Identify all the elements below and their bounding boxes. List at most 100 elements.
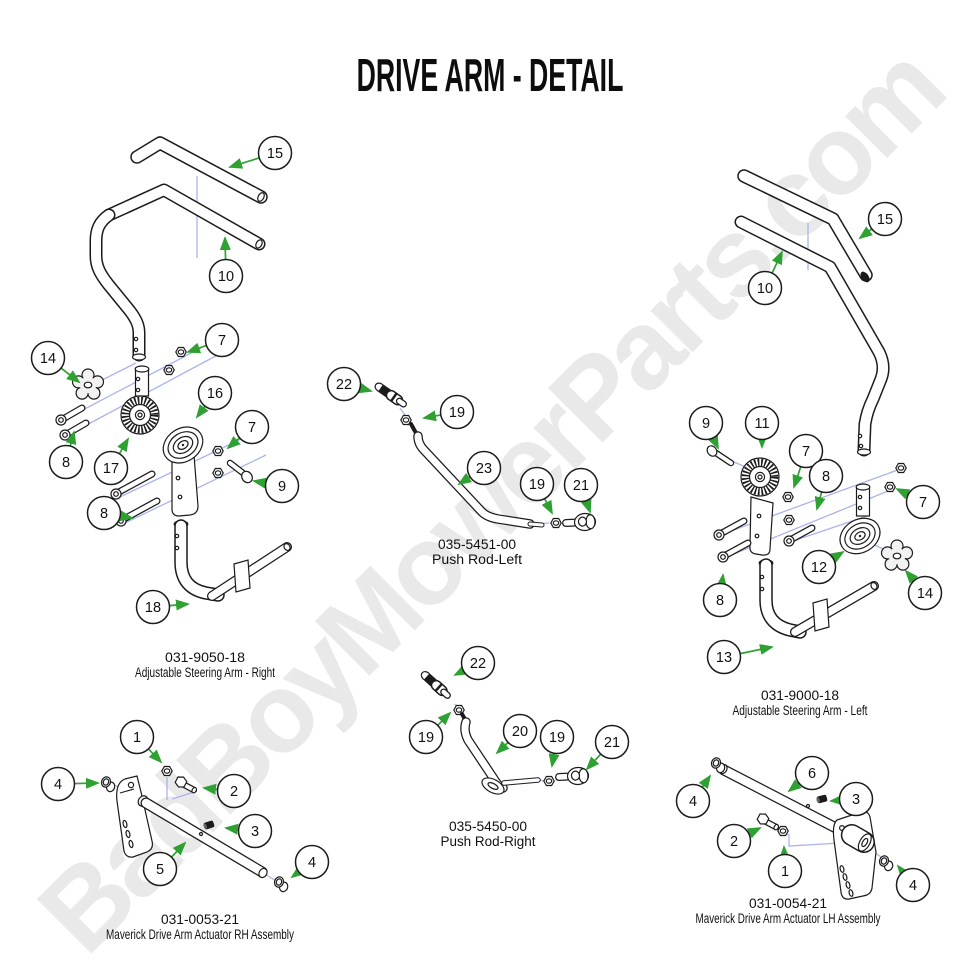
jam-nut [543, 775, 555, 787]
callout-number: 10 [218, 269, 234, 285]
callout-7-steering-arm-right: 7 [186, 322, 240, 358]
leader-arrow [580, 498, 592, 514]
callout-8-steering-arm-left: 8 [702, 573, 738, 618]
callout-22-push-rod-right: 22 [453, 645, 496, 681]
handle-tube-lower-arm [734, 215, 890, 457]
leader-arrow [147, 748, 163, 764]
push-rod-bent [409, 422, 545, 529]
callout-balloon [744, 405, 780, 441]
callout-22-push-rod-left: 22 [326, 366, 373, 402]
callout-balloon [907, 575, 943, 611]
callout-balloon [788, 433, 824, 469]
star-knob [71, 368, 105, 400]
callout-number: 4 [909, 878, 917, 894]
socket-bolts-upper [55, 404, 90, 441]
callout-balloon [135, 589, 171, 625]
callout-14-steering-arm-left: 14 [904, 569, 943, 611]
leader-arrow [548, 753, 560, 768]
actuator-bracket [832, 810, 877, 900]
callout-number: 23 [476, 461, 492, 477]
callout-17-steering-arm-right: 17 [93, 437, 130, 486]
callout-balloon [466, 450, 502, 486]
page-title: DRIVE ARM - DETAIL [356, 49, 624, 101]
leader-arrow [771, 250, 783, 274]
callout-number: 12 [811, 560, 827, 576]
callout-1-drive-arm-actuator-rh: 1 [119, 719, 163, 764]
hex-nut [161, 765, 173, 777]
callout-number: 7 [248, 420, 256, 436]
callout-2-drive-arm-actuator-rh: 2 [202, 773, 252, 809]
callout-19-push-rod-left: 19 [519, 466, 555, 515]
callout-balloon [519, 466, 555, 502]
serrated-friction-disc [741, 458, 779, 496]
set-screw [202, 820, 215, 831]
leader-arrow [792, 466, 804, 489]
push-rod-right-part-number: 035-5450-00 [449, 819, 527, 834]
callout-19-push-rod-right: 19 [539, 719, 575, 768]
callout-balloon [237, 813, 273, 849]
callout-number: 20 [512, 724, 528, 740]
callout-number: 16 [207, 386, 223, 402]
leader-arrow [716, 573, 728, 588]
leader-arrow [74, 777, 100, 789]
pivot-cylinder [855, 483, 871, 517]
callout-balloon [594, 724, 630, 760]
callout-balloon [706, 639, 742, 675]
callout-number: 21 [604, 735, 620, 751]
callout-7-steering-arm-left: 7 [895, 484, 941, 520]
callout-balloon [895, 867, 931, 903]
callout-balloon [794, 755, 830, 791]
callout-9-steering-arm-left: 9 [688, 405, 724, 450]
leader-arrow [422, 410, 441, 422]
leader-arrow [814, 491, 826, 511]
leader-arrow [495, 740, 510, 755]
callout-number: 8 [716, 593, 724, 609]
push-rod-right-drawing [419, 669, 589, 795]
rod-end-bearing [559, 767, 589, 786]
callout-number: 14 [917, 586, 933, 602]
leader-arrow [119, 510, 134, 522]
actuator-bracket [116, 775, 154, 858]
callout-balloon [767, 853, 803, 889]
push-rod-left-part-number: 035-5451-00 [438, 537, 516, 552]
drive-arm-actuator-lh-name: Maverick Drive Arm Actuator LH Assembly [696, 911, 881, 926]
set-screw [815, 794, 828, 804]
steering-arm-right-drawing [55, 136, 292, 602]
callout-16-steering-arm-right: 16 [195, 375, 233, 419]
leader-arrow [541, 498, 553, 515]
callout-balloon [747, 270, 783, 306]
steering-arm-right-part-number: 031-9050-18 [165, 650, 245, 665]
drive-arm-actuator-rh-name: Maverick Drive Arm Actuator RH Assembly [106, 927, 294, 942]
callout-number: 2 [730, 834, 738, 850]
callout-number: 2 [230, 784, 238, 800]
callout-8-steering-arm-left: 8 [808, 458, 844, 511]
leader-arrow [904, 569, 919, 584]
leader-arrow [829, 550, 845, 564]
callout-number: 19 [529, 477, 545, 493]
lower-bent-tube [758, 558, 879, 639]
callout-1-drive-arm-actuator-lh: 1 [767, 845, 803, 889]
leader-arrow [787, 779, 802, 793]
clevis-pin [226, 459, 253, 484]
callout-10-steering-arm-left: 10 [747, 250, 783, 306]
rod-end-bearing [566, 513, 596, 532]
push-rod-left-drawing [373, 381, 596, 532]
callout-balloon [539, 719, 575, 755]
callout-balloon [48, 444, 84, 480]
callout-18-steering-arm-right: 18 [135, 589, 190, 625]
callout-6-drive-arm-actuator-lh: 6 [787, 755, 830, 793]
steering-arm-left-drawing [706, 169, 914, 639]
callout-10-steering-arm-right: 10 [208, 236, 244, 294]
callout-4-drive-arm-actuator-lh: 4 [675, 774, 712, 819]
callout-number: 14 [40, 351, 56, 367]
leader-arrow [195, 404, 209, 419]
callout-balloon [86, 495, 122, 531]
callout-balloon [460, 645, 496, 681]
callout-balloon [408, 719, 444, 755]
callout-3-drive-arm-actuator-rh: 3 [224, 813, 273, 849]
flange-bushing [98, 775, 118, 794]
callout-balloon [234, 409, 270, 445]
callout-15-steering-arm-left: 15 [858, 201, 903, 240]
callout-5-drive-arm-actuator-rh: 5 [142, 841, 187, 887]
